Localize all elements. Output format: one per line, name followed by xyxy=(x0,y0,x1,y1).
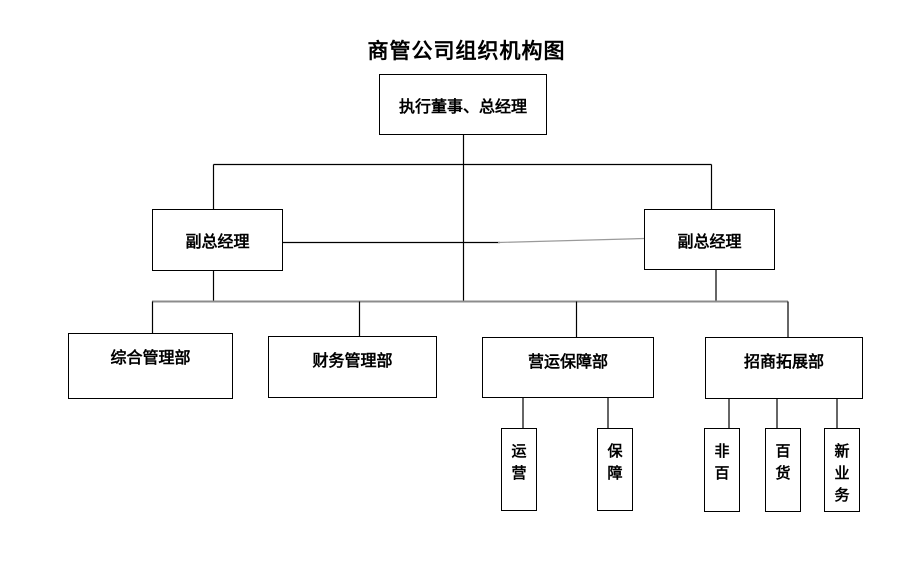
node-label: 副总经理 xyxy=(677,231,742,251)
node-dept-finance: 财务管理部 xyxy=(268,336,437,398)
node-dept-general-admin: 综合管理部 xyxy=(68,333,233,399)
node-label: 非百 xyxy=(714,442,730,482)
node-label: 副总经理 xyxy=(185,232,250,251)
node-unit-xinyewu: 新业务 xyxy=(824,428,860,512)
node-label: 新业务 xyxy=(834,442,850,504)
node-executive-director-gm: 执行董事、总经理 xyxy=(379,74,547,135)
node-label: 财务管理部 xyxy=(312,351,393,370)
node-dept-investment-expansion: 招商拓展部 xyxy=(705,337,863,399)
node-unit-baozhang: 保障 xyxy=(597,428,633,511)
node-unit-baihuo: 百货 xyxy=(765,428,801,512)
node-label: 百货 xyxy=(775,442,791,482)
node-deputy-gm-left: 副总经理 xyxy=(152,209,283,271)
connector-deputy-crosslink-gray xyxy=(497,237,645,244)
node-unit-yunying: 运营 xyxy=(501,428,537,511)
node-dept-operations-support: 营运保障部 xyxy=(482,337,654,398)
diagram-title: 商管公司组织机构图 xyxy=(367,39,566,63)
node-deputy-gm-right: 副总经理 xyxy=(644,209,775,270)
node-label: 综合管理部 xyxy=(110,348,191,367)
node-label: 保障 xyxy=(607,442,623,482)
node-label: 执行董事、总经理 xyxy=(398,96,527,116)
node-label: 运营 xyxy=(511,442,527,482)
node-label: 招商拓展部 xyxy=(743,352,824,371)
node-unit-feibai: 非百 xyxy=(704,428,740,512)
node-label: 营运保障部 xyxy=(527,352,608,371)
